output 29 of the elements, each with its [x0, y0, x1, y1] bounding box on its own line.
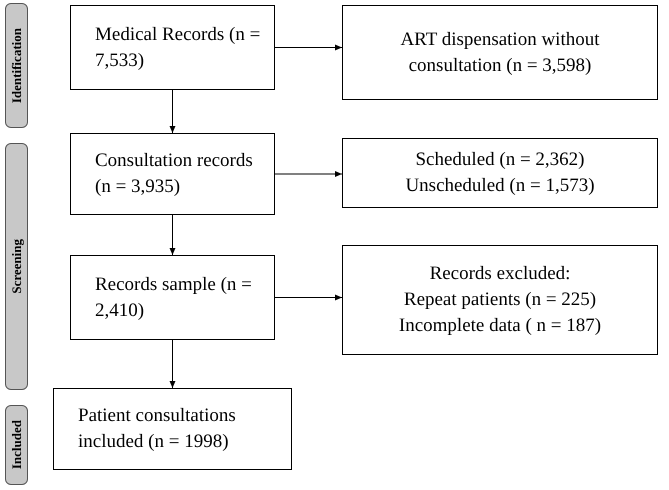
arrow: [170, 214, 176, 256]
box-text: Unscheduled (n = 1,573): [405, 174, 595, 198]
box-text: Repeat patients (n = 225): [404, 288, 596, 312]
process-box: [70, 5, 275, 90]
process-box: [53, 388, 292, 470]
arrow: [274, 294, 342, 300]
stage-band: [5, 143, 28, 390]
process-box: [342, 138, 658, 208]
stage-band: [5, 3, 28, 128]
stage-band: [5, 405, 28, 485]
process-box: [342, 5, 658, 100]
arrow: [170, 90, 176, 134]
process-box: [70, 255, 275, 340]
box-text: Incomplete data ( n = 187): [398, 314, 602, 338]
stage-label: Screening: [10, 239, 23, 294]
box-text: Patient consultations included (n = 1998): [78, 404, 237, 454]
arrow: [170, 340, 176, 388]
box-text: Consultation records (n = 3,935): [95, 149, 254, 199]
stage-label: Identification: [10, 28, 23, 104]
process-box: [70, 133, 275, 215]
arrow: [274, 44, 342, 50]
stage-label: Included: [10, 420, 23, 470]
box-text: Medical Records (n = 7,533): [95, 22, 262, 72]
arrow: [274, 171, 342, 177]
process-box: [342, 245, 658, 355]
box-text: Scheduled (n = 2,362): [415, 148, 584, 172]
box-text: ART dispensation without consultation (n = 3,598): [399, 28, 601, 78]
box-text: Records excluded:: [430, 262, 570, 286]
box-text: Records sample (n = 2,410): [95, 272, 253, 322]
